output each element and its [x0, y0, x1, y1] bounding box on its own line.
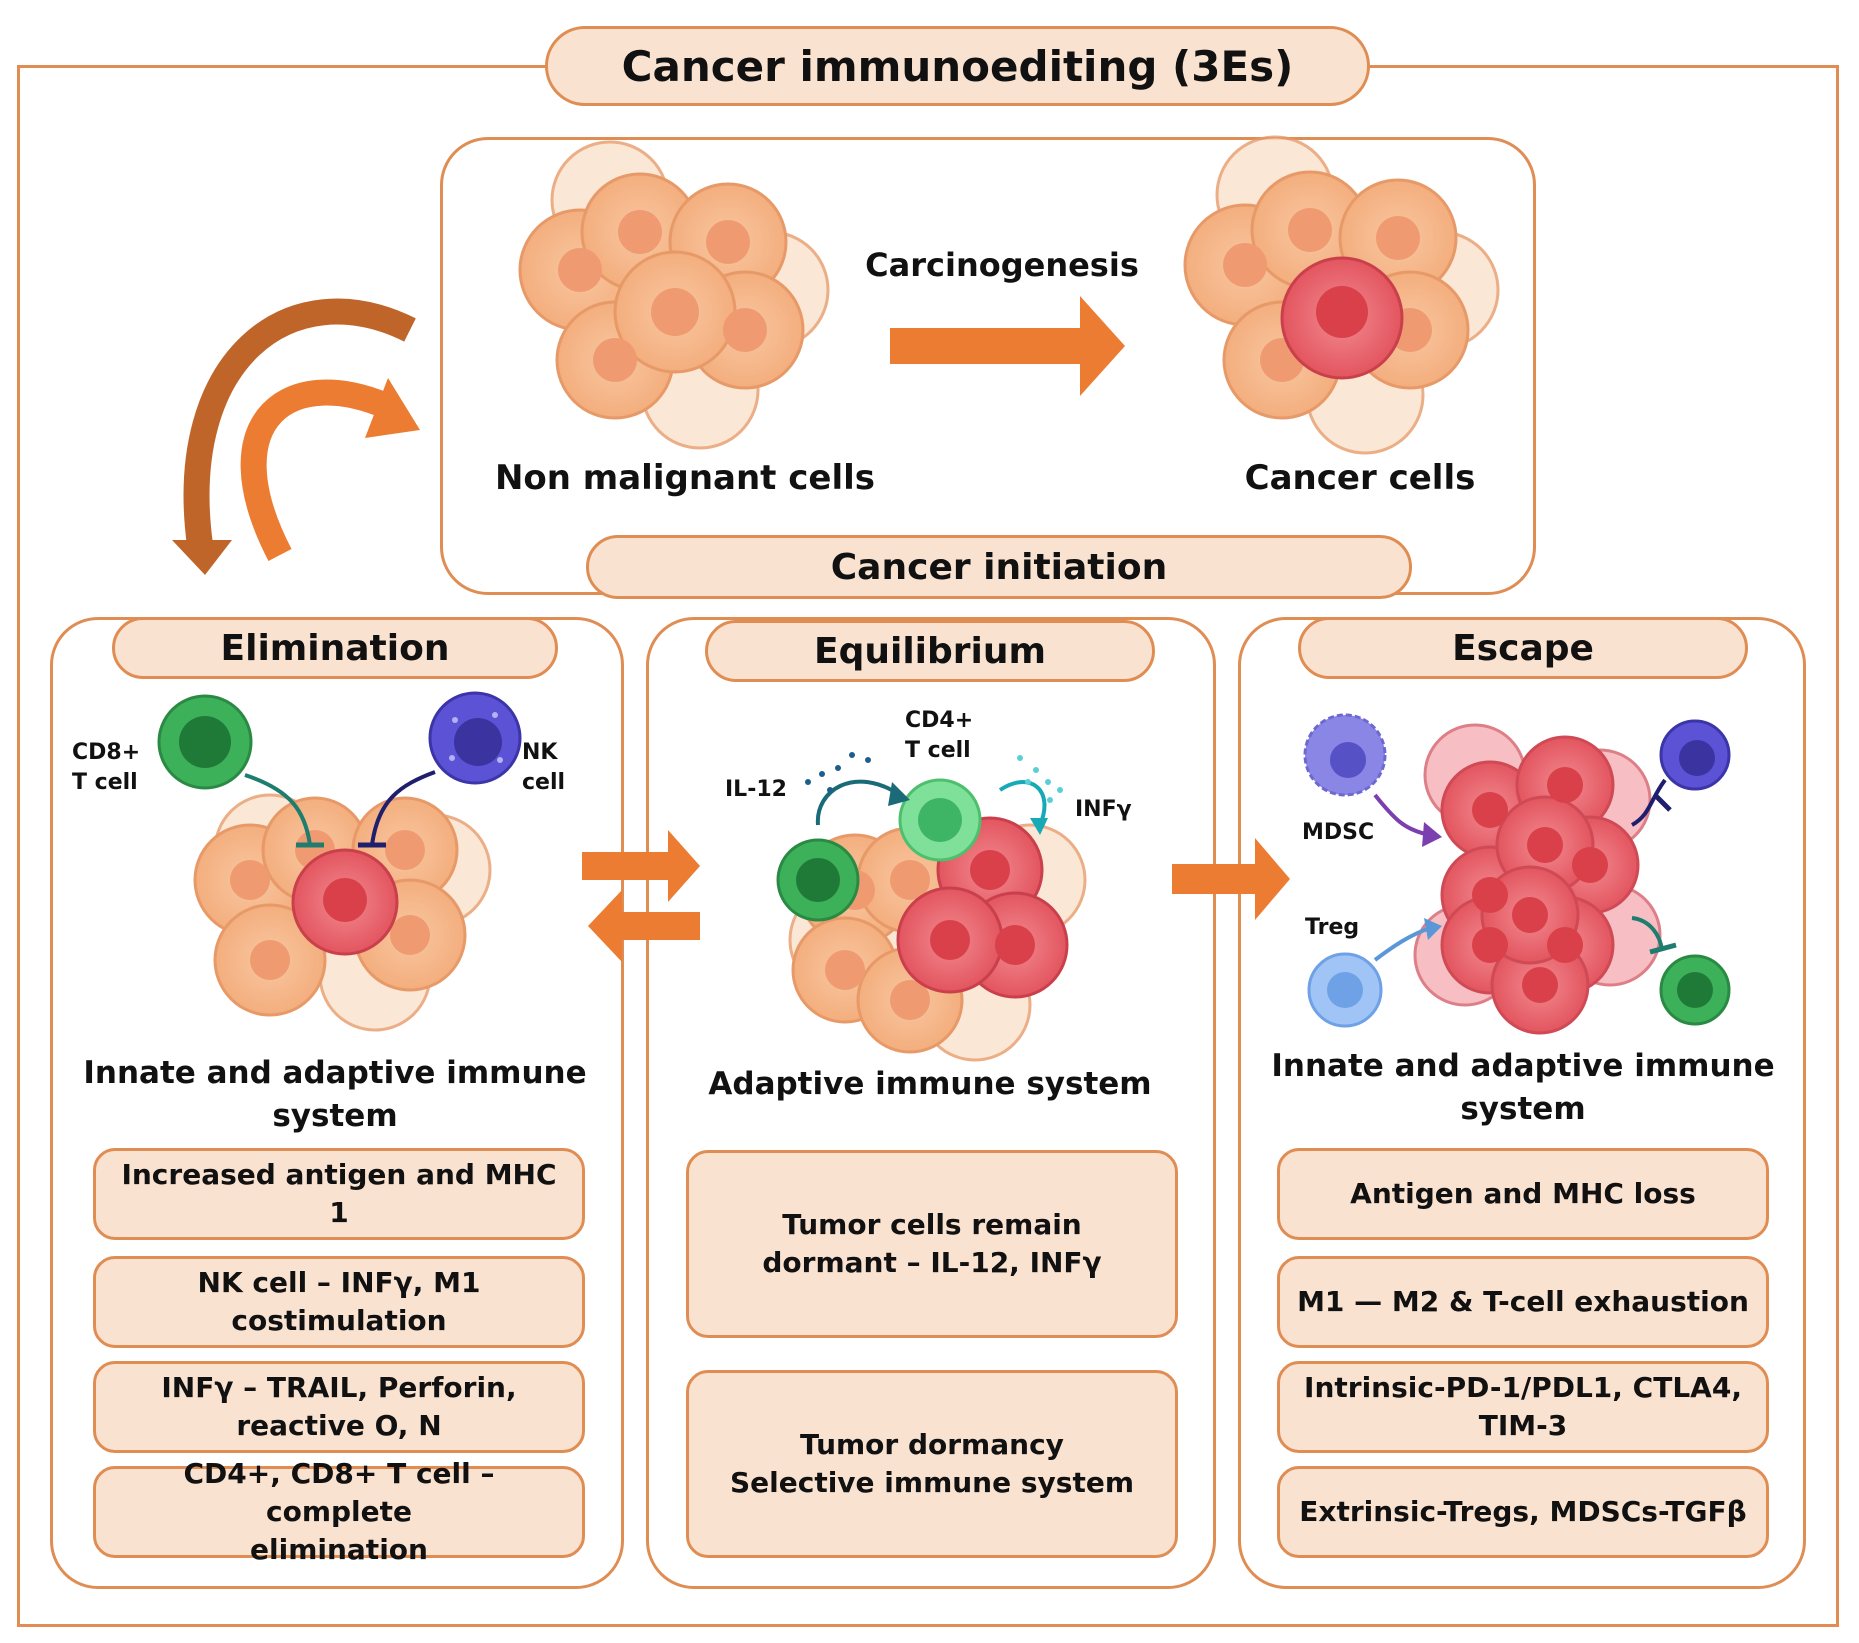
escape-tumor-icon: [1413, 723, 1662, 1035]
box-text: NK cell – INFγ, M1: [197, 1266, 481, 1299]
nk-label-line1: NK: [522, 740, 558, 765]
box-text: dormant – IL-12, INFγ: [762, 1246, 1102, 1279]
nk-label: NK cell: [522, 738, 582, 798]
box-text: costimulation: [231, 1304, 447, 1337]
carcinogenesis-label: Carcinogenesis: [865, 246, 1139, 284]
escape-box-1: Antigen and MHC loss: [1277, 1148, 1769, 1240]
escape-caption: Innate and adaptive immune system: [1248, 1045, 1798, 1131]
mdsc-label: MDSC: [1302, 820, 1375, 845]
elimination-box-2: NK cell – INFγ, M1 costimulation: [93, 1256, 585, 1348]
escape-caption-line2: system: [1460, 1091, 1586, 1127]
box-text: Antigen and MHC loss: [1350, 1177, 1696, 1210]
nk-cell-icon: [358, 691, 522, 848]
cancer-cells-icon: [1183, 135, 1500, 455]
elimination-caption-line1: Innate and adaptive immune: [83, 1055, 587, 1091]
escape-nk-cell-icon: [1630, 719, 1731, 827]
box-text: reactive O, N: [236, 1409, 442, 1442]
cancer-cells-label: Cancer cells: [1244, 458, 1476, 498]
elimination-heading-text: Elimination: [220, 627, 450, 669]
infg-label: INFγ: [1075, 797, 1132, 822]
escape-heading: Escape: [1298, 617, 1748, 679]
il12-label: IL-12: [725, 777, 787, 802]
equilibrium-box-1: Tumor cells remain dormant – IL-12, INFγ: [686, 1150, 1178, 1338]
elimination-tumor-icon: [193, 793, 492, 1032]
equilibrium-heading: Equilibrium: [705, 620, 1155, 682]
box-text: M1 — M2 & T-cell exhaustion: [1297, 1285, 1749, 1318]
cd8-label-line2: T cell: [72, 770, 138, 795]
box-text: Increased antigen and MHC 1: [121, 1158, 557, 1229]
cytokine-dots-icon: [805, 752, 1063, 835]
cd4-label-line2: T cell: [905, 738, 971, 763]
nk-label-line2: cell: [522, 770, 566, 795]
cd8-label-line1: CD8+: [72, 740, 141, 765]
box-text: Selective immune system: [729, 1466, 1134, 1499]
box-text: Intrinsic-PD-1/PDL1, CTLA4,: [1304, 1371, 1742, 1404]
elimination-caption-line2: system: [272, 1098, 398, 1134]
arrowhead-icon: [365, 378, 420, 438]
elimination-heading: Elimination: [112, 617, 558, 679]
box-text: INFγ – TRAIL, Perforin,: [161, 1371, 517, 1404]
box-text: Extrinsic-Tregs, MDSCs-TGFβ: [1299, 1495, 1747, 1528]
escape-heading-text: Escape: [1452, 627, 1594, 669]
cancer-initiation-pill: Cancer initiation: [586, 535, 1412, 599]
cd4-label-line1: CD4+: [905, 708, 974, 733]
box-text: CD4+, CD8+ T cell – complete: [183, 1457, 495, 1528]
escape-box-2: M1 — M2 & T-cell exhaustion: [1277, 1256, 1769, 1348]
escape-box-4: Extrinsic-Tregs, MDSCs-TGFβ: [1277, 1466, 1769, 1558]
box-text: TIM-3: [1478, 1409, 1568, 1442]
elimination-caption: Innate and adaptive immune system: [60, 1052, 610, 1138]
treg-label: Treg: [1305, 915, 1360, 940]
equilibrium-heading-text: Equilibrium: [813, 630, 1046, 672]
carcinogenesis-arrow-icon: [890, 296, 1125, 396]
elimination-box-3: INFγ – TRAIL, Perforin, reactive O, N: [93, 1361, 585, 1453]
cd4-t-cell-icon: [898, 778, 982, 862]
t-cell-icon: [776, 838, 860, 922]
escape-t-cell-icon: [1631, 916, 1731, 1026]
progression-arrow-icon: [1172, 838, 1290, 920]
cd4-label: CD4+ T cell: [905, 706, 985, 766]
curved-arrows-icon: [172, 298, 420, 575]
box-text: elimination: [250, 1533, 428, 1566]
box-text: Tumor dormancy: [800, 1428, 1064, 1461]
mdsc-icon: [1303, 713, 1442, 847]
elimination-box-1: Increased antigen and MHC 1: [93, 1148, 585, 1240]
elimination-box-4: CD4+, CD8+ T cell – complete elimination: [93, 1457, 585, 1566]
bidirectional-arrows-icon: [582, 830, 700, 962]
box-text: Tumor cells remain: [782, 1208, 1082, 1241]
cancer-initiation-text: Cancer initiation: [830, 546, 1168, 588]
non-malignant-label: Non malignant cells: [494, 458, 876, 498]
treg-icon: [1307, 918, 1442, 1028]
equilibrium-caption: Adaptive immune system: [708, 1066, 1152, 1102]
non-malignant-cells-icon: [518, 140, 830, 450]
title-text: Cancer immunoediting (3Es): [621, 41, 1294, 91]
arrowhead-icon: [172, 540, 232, 575]
escape-caption-line1: Innate and adaptive immune: [1271, 1048, 1775, 1084]
cd8-label: CD8+ T cell: [72, 738, 152, 798]
cd8-t-cell-icon: [157, 694, 324, 848]
escape-box-3: Intrinsic-PD-1/PDL1, CTLA4, TIM-3: [1277, 1361, 1769, 1453]
diagram-title: Cancer immunoediting (3Es): [545, 26, 1370, 106]
